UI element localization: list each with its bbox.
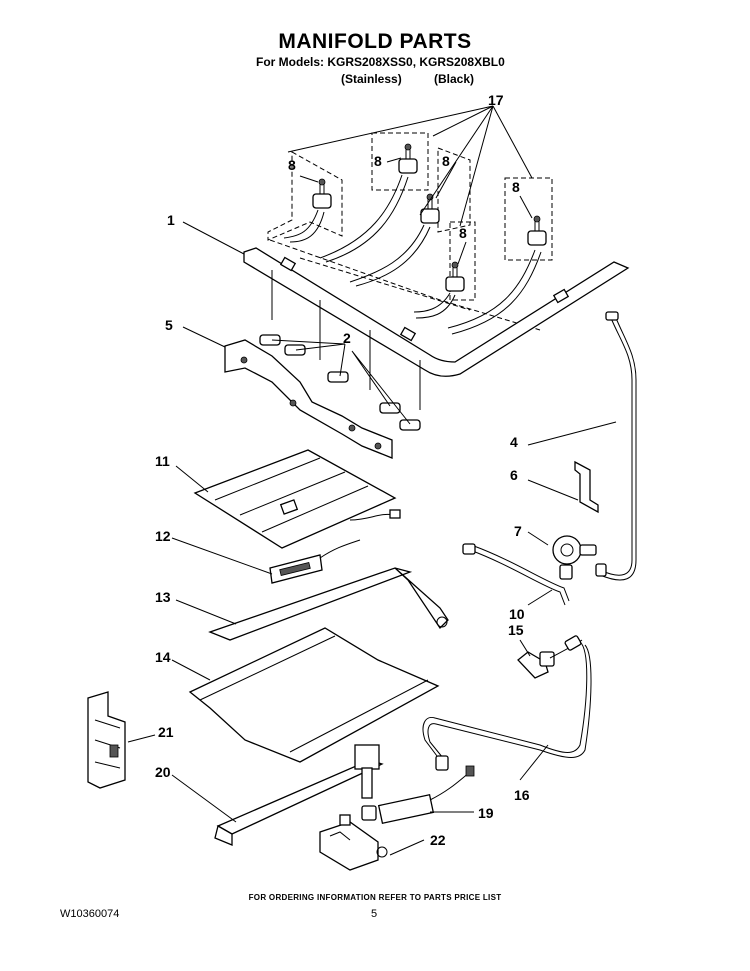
callout-1: 1 [167,212,175,228]
callout-19: 19 [478,805,494,821]
callout-11: 11 [155,453,170,469]
finish-stainless: (Stainless) [341,72,402,86]
callout-6: 6 [510,467,518,483]
callout-12: 12 [155,528,171,544]
oven-valve [319,814,388,871]
callout-10: 10 [509,606,525,622]
ignition-module [87,691,126,789]
callout-17: 17 [488,92,504,108]
burner-tubes [283,174,542,335]
models-line: For Models: KGRS208XSS0, KGRS208XBL0 [256,55,505,69]
callout-16: 16 [514,787,530,803]
gas-supply-tube [595,311,637,581]
valve-group-boxes [267,132,553,331]
orifice-fitting [517,635,583,679]
heat-shield [188,627,440,763]
burner-box-cover [193,449,401,549]
document-number: W10360074 [60,908,120,920]
callout-7: 7 [514,523,522,539]
callout-22: 22 [430,832,446,848]
ordering-note: FOR ORDERING INFORMATION REFER TO PARTS … [248,893,502,902]
callout-8-b: 8 [374,153,382,169]
oven-gas-tube [422,641,592,771]
burner-valves [312,143,547,292]
pressure-regulator [552,535,597,580]
callout-5: 5 [165,317,173,333]
callout-14: 14 [155,649,171,665]
callout-15: 15 [508,622,524,638]
page-title: MANIFOLD PARTS [278,30,472,53]
page-number: 5 [371,908,378,920]
callout-8-e: 8 [512,179,520,195]
regulator-bracket [574,460,599,514]
leader-lines [127,105,617,856]
manifold-pipe [243,247,630,410]
connector-tube [462,543,570,606]
callout-8-a: 8 [288,157,296,173]
finish-black: (Black) [434,72,475,86]
burner-rail [208,567,449,641]
callout-8-c: 8 [442,153,450,169]
valve-bracket [224,334,421,459]
oven-burner [214,744,384,846]
callout-8-d: 8 [459,225,467,241]
control-module [269,539,361,584]
callout-13: 13 [155,589,171,605]
callout-4: 4 [510,434,518,450]
wire-harness [361,765,475,824]
callout-labels: 1 2 4 5 6 7 8 8 8 8 8 10 11 12 13 14 15 … [155,92,530,848]
callout-2: 2 [343,330,351,346]
callout-21: 21 [158,724,174,740]
callout-20: 20 [155,764,171,780]
